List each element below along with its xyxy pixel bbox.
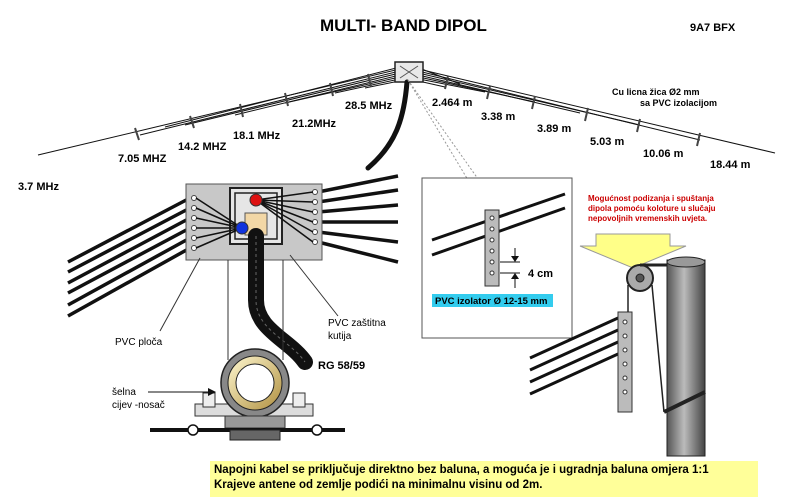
- diagram-title: MULTI- BAND DIPOL: [320, 16, 487, 35]
- length-label-2: 3.38 m: [481, 111, 515, 123]
- right-spacers: [444, 75, 701, 147]
- band-label-3-7: 3.7 MHz: [18, 181, 59, 193]
- right-wire-bundle: [413, 65, 776, 154]
- terminal-blue: [235, 221, 249, 235]
- wire-note-line1: Cu licna žica Ø2 mm: [612, 87, 700, 97]
- length-label-4: 5.03 m: [590, 136, 624, 148]
- bottom-note-box: [210, 461, 758, 497]
- bottom-note-line2: Krajeve antene od zemlje podići na minim…: [214, 479, 543, 491]
- insulator-label: PVC izolator Ø 12-15 mm: [435, 296, 547, 307]
- length-label-6: 18.44 m: [710, 159, 751, 171]
- spacer-insulator: [484, 209, 500, 287]
- feed-cable-top: [365, 79, 410, 171]
- spacer-detail: [407, 79, 573, 339]
- band-label-14-2: 14.2 MHZ: [178, 141, 227, 153]
- label-pvc-plate: PVC ploča: [115, 337, 163, 348]
- terminal-red: [249, 193, 263, 207]
- left-spacers: [134, 73, 372, 141]
- label-pvc-box-2: kutija: [328, 331, 352, 342]
- length-label-1: 2.464 m: [432, 97, 473, 109]
- pulley-note-2: dipola pomoću koloture u slučaju: [588, 204, 716, 213]
- bottom-note: Napojni kabel se priključuje direktno be…: [214, 463, 709, 493]
- feed-point-detail: [67, 174, 399, 441]
- mast-detail: [529, 233, 706, 457]
- label-pipe-1: šelna: [112, 387, 136, 398]
- label-pipe-2: cijev -nosač: [112, 400, 165, 411]
- label-pvc-box-1: PVC zaštitna: [328, 318, 386, 329]
- band-label-28-5: 28.5 MHz: [345, 100, 393, 112]
- band-label-21-2: 21.2MHz: [292, 118, 337, 130]
- mast-pole: [666, 259, 706, 457]
- wire-note-line2: sa PVC izolacijom: [640, 98, 717, 108]
- left-wire-bundle: [37, 65, 405, 156]
- pulley-note-3: nepovoljnih vremenskih uvjeta.: [588, 214, 707, 223]
- coax-cable: [248, 228, 313, 370]
- band-label-7-05: 7.05 MHZ: [118, 153, 167, 165]
- length-label-5: 10.06 m: [643, 148, 684, 160]
- spacer-gap-label: 4 cm: [528, 268, 553, 280]
- down-arrow: [579, 233, 687, 269]
- length-label-3: 3.89 m: [537, 123, 571, 135]
- callsign: 9A7 BFX: [690, 22, 736, 34]
- pipe-clamp: [150, 348, 345, 441]
- pulley-note-1: Mogućnost podizanja i spuštanja: [588, 194, 714, 203]
- bottom-note-line1: Napojni kabel se priključuje direktno be…: [214, 464, 709, 476]
- antenna-top-view: [37, 61, 776, 171]
- label-coax: RG 58/59: [318, 360, 365, 372]
- band-label-18-1: 18.1 MHz: [233, 130, 281, 142]
